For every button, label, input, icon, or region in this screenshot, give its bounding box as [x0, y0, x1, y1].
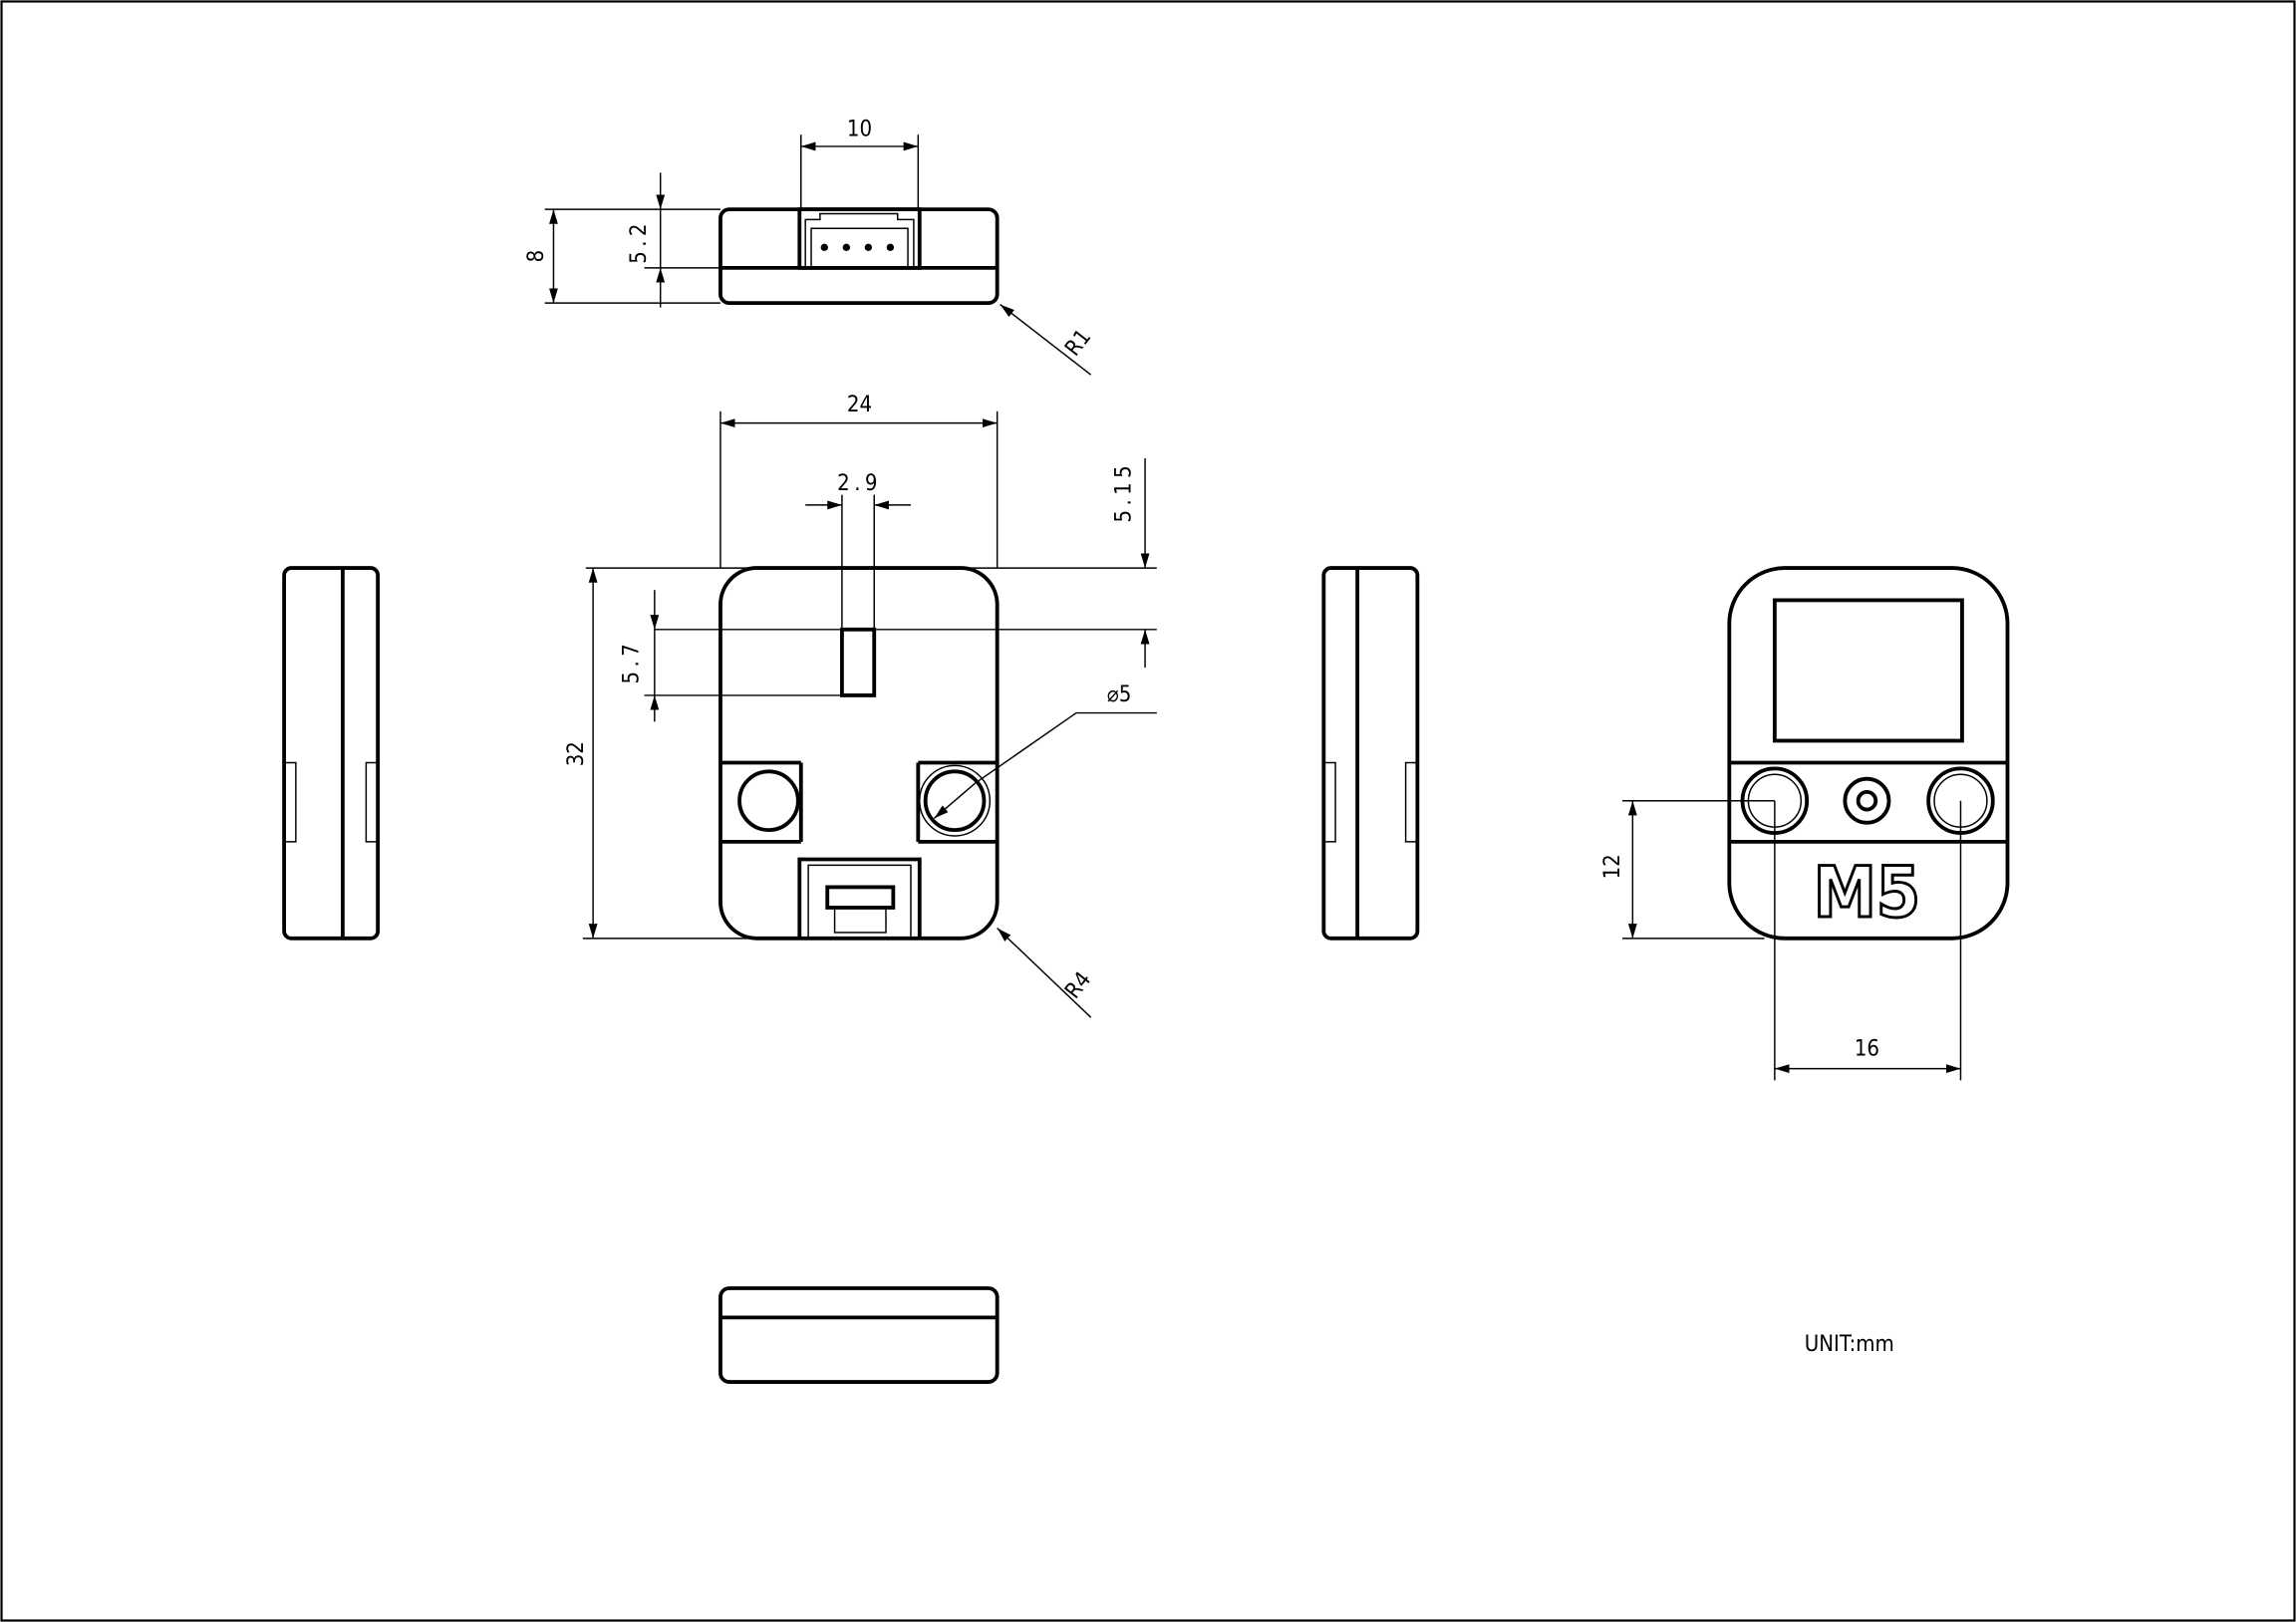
dim-corner-radius: R4 [997, 928, 1096, 1018]
dim-label: 24 [847, 393, 872, 417]
dim-label: 32 [564, 741, 589, 766]
dim-label: 10 [847, 118, 872, 142]
m5-logo: M5 [1814, 852, 1920, 934]
dim-slot-length: 5.7 [620, 590, 842, 722]
dim-label: 5.2 [627, 219, 652, 264]
dim-slot-offset: 5.15 [585, 457, 1157, 669]
unit-note: UNIT:mm [1805, 1332, 1894, 1357]
dim-top-connector-height: 5.2 [627, 172, 720, 308]
back-view: M5 [1727, 566, 2010, 941]
front-view [718, 566, 1000, 941]
dim-width: 24 [719, 393, 999, 569]
top-view [718, 207, 1000, 306]
connector-top [797, 207, 922, 270]
dim-hole-spacing: 16 [1774, 800, 1962, 1081]
dim-label: 16 [1855, 1036, 1879, 1061]
mount-hole-right [923, 769, 987, 833]
dim-label: 2.9 [837, 471, 882, 496]
bottom-view [718, 1286, 1000, 1384]
dim-top-connector-width: 10 [800, 118, 920, 210]
dim-top-radius: R1 [1000, 304, 1096, 376]
right-side-view [1321, 566, 1420, 941]
dim-hole-vertical: 12 [1600, 799, 1775, 940]
mount-hole-left [737, 769, 800, 833]
dim-label: ⌀5 [1107, 682, 1132, 707]
dim-slot-width: 2.9 [805, 471, 911, 630]
screen-window [1772, 598, 1964, 743]
dim-label: 8 [524, 250, 549, 263]
dim-hole-diameter: ⌀5 [934, 682, 1157, 819]
dim-height: 32 [564, 568, 762, 940]
connector-bottom [797, 857, 922, 939]
slot [840, 627, 877, 697]
dim-label: 5.15 [1111, 461, 1136, 523]
dim-label: 5.7 [620, 640, 645, 684]
left-side-view [282, 566, 381, 941]
dim-label: R4 [1060, 967, 1096, 1003]
dim-top-height: 8 [524, 208, 720, 304]
dim-label: 12 [1600, 854, 1625, 879]
